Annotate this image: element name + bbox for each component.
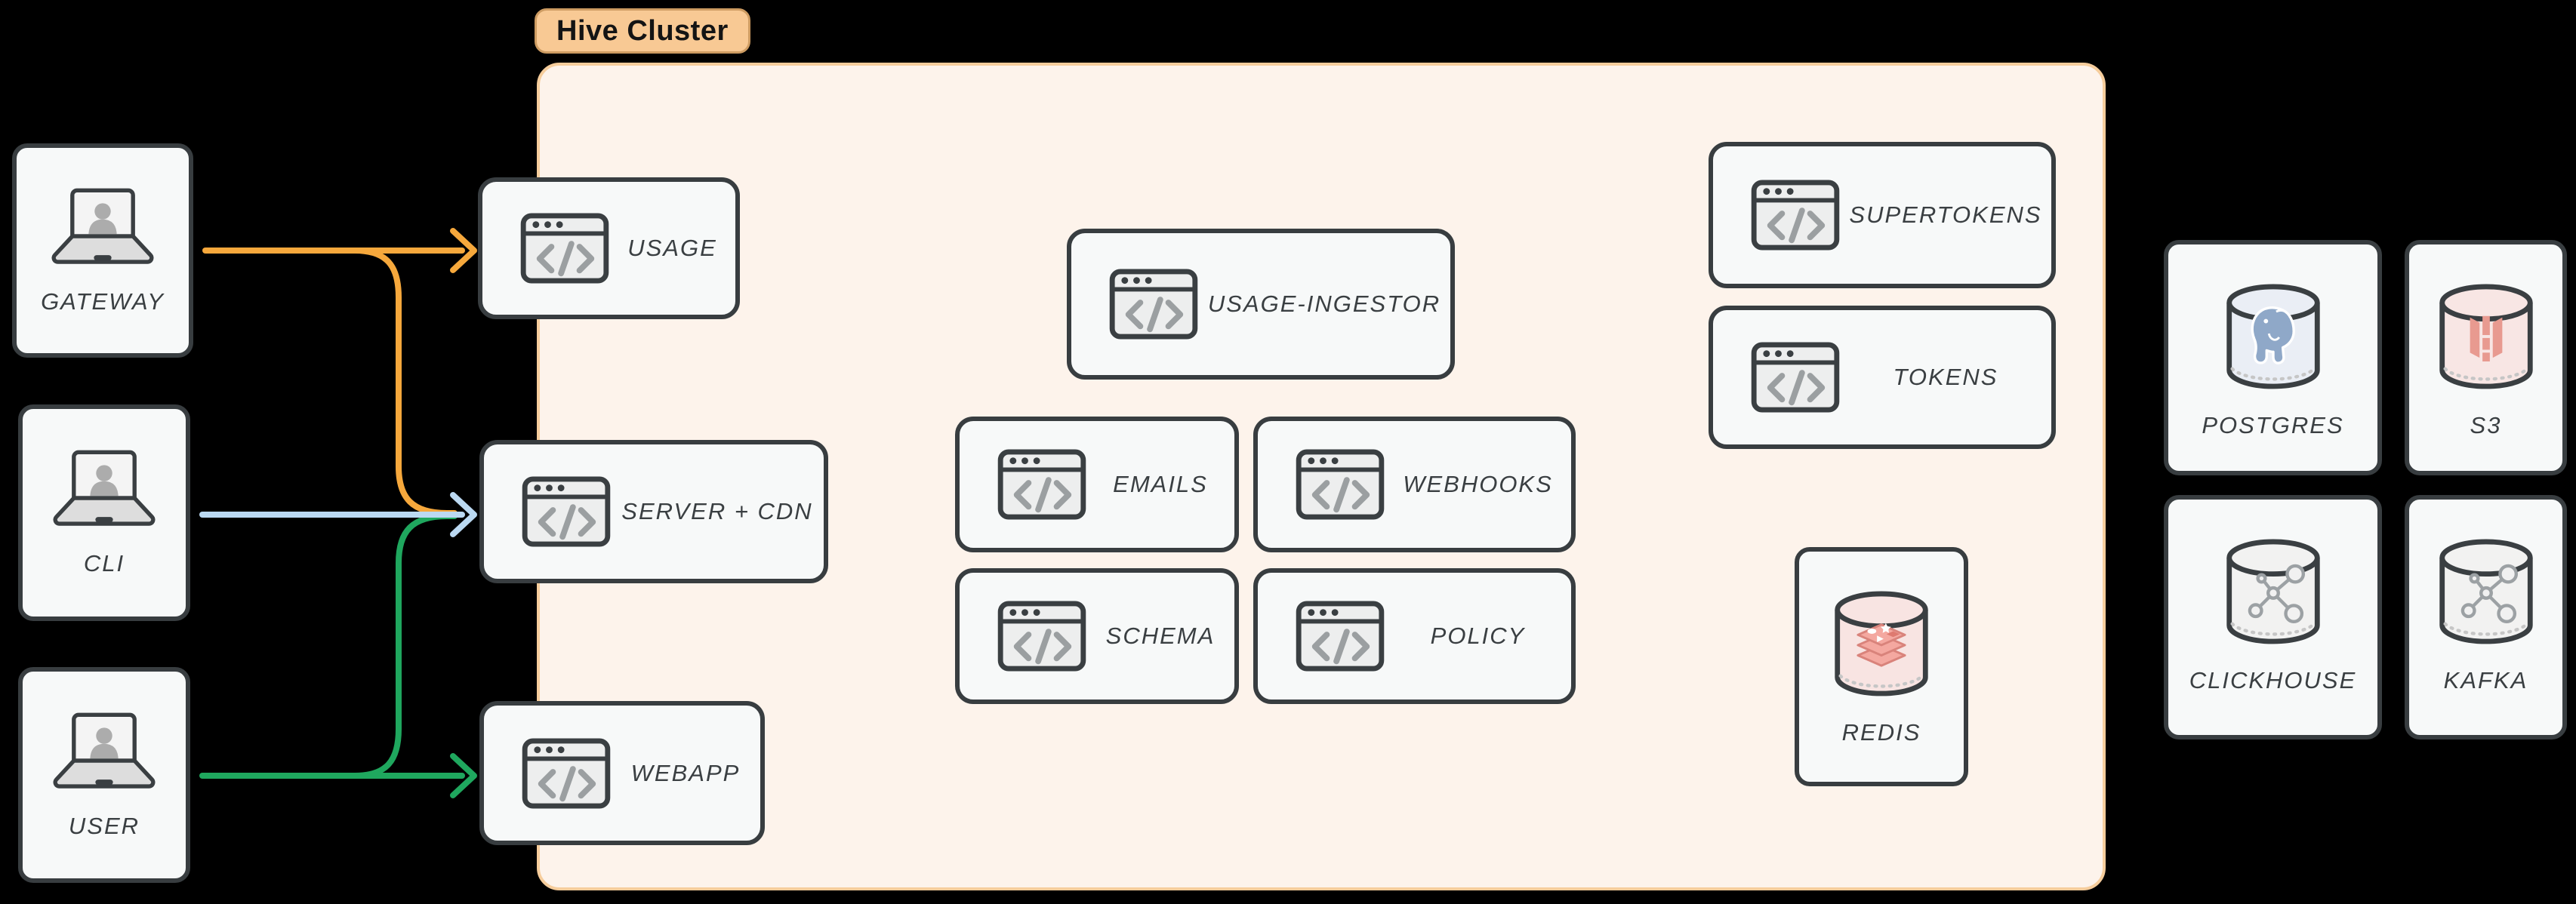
edge-user-to-webapp-arrowhead <box>450 753 477 798</box>
laptop-user-icon <box>47 448 162 530</box>
code-window-icon <box>1751 342 1840 413</box>
code-window-icon <box>997 449 1086 520</box>
node-tokens: TOKENS <box>1709 306 2056 449</box>
edge-gateway-to-server-cdn <box>352 248 458 516</box>
node-clickhouse-label: CLICKHOUSE <box>2189 667 2357 693</box>
code-window-icon <box>520 213 609 284</box>
node-schema: SCHEMA <box>955 568 1239 704</box>
code-window-icon <box>522 476 611 547</box>
node-gateway: GATEWAY <box>12 143 193 358</box>
node-policy-label: POLICY <box>1430 623 1526 649</box>
node-policy: POLICY <box>1253 568 1576 704</box>
node-usage-label: USAGE <box>627 235 717 261</box>
node-supertokens: SUPERTOKENS <box>1709 142 2056 288</box>
node-usage: USAGE <box>478 177 740 319</box>
laptop-user-icon <box>47 711 162 793</box>
node-user-label: USER <box>68 812 140 839</box>
code-window-icon <box>1109 269 1198 340</box>
postgres-database-icon <box>2222 281 2325 391</box>
node-kafka-label: KAFKA <box>2443 667 2528 693</box>
s3-database-icon <box>2435 281 2537 391</box>
node-webhooks: WEBHOOKS <box>1253 417 1576 552</box>
cluster-badge-label: Hive Cluster <box>556 14 729 47</box>
node-redis-label: REDIS <box>1841 719 1921 746</box>
node-usage-ingestor-label: USAGE-INGESTOR <box>1207 291 1441 317</box>
node-postgres: POSTGRES <box>2164 240 2382 475</box>
code-window-icon <box>522 738 611 809</box>
code-window-icon <box>1296 601 1385 672</box>
redis-database-icon <box>1830 588 1933 698</box>
node-webapp-label: WEBAPP <box>630 759 741 786</box>
node-emails-label: EMAILS <box>1113 471 1208 497</box>
code-window-icon <box>1296 449 1385 520</box>
node-clickhouse: CLICKHOUSE <box>2164 495 2382 739</box>
code-window-icon <box>1751 180 1840 251</box>
laptop-user-icon <box>45 186 160 269</box>
node-server-cdn-label: SERVER + CDN <box>621 498 813 524</box>
node-gateway-label: GATEWAY <box>41 287 165 315</box>
node-emails: EMAILS <box>955 417 1239 552</box>
node-tokens-label: TOKENS <box>1893 364 1998 390</box>
node-user: USER <box>18 667 190 883</box>
code-window-icon <box>997 601 1086 672</box>
clickhouse-database-icon <box>2222 536 2325 646</box>
node-redis: REDIS <box>1795 547 1968 786</box>
node-webapp: WEBAPP <box>479 701 765 845</box>
kafka-database-icon <box>2435 536 2537 646</box>
node-webhooks-label: WEBHOOKS <box>1403 471 1553 497</box>
node-kafka: KAFKA <box>2405 495 2567 739</box>
edge-cli-to-server-cdn-arrowhead <box>450 492 477 537</box>
node-supertokens-label: SUPERTOKENS <box>1849 201 2042 228</box>
cluster-badge: Hive Cluster <box>535 8 750 54</box>
edge-gateway-to-usage-arrowhead <box>450 228 477 273</box>
node-usage-ingestor: USAGE-INGESTOR <box>1067 229 1455 380</box>
node-postgres-label: POSTGRES <box>2202 412 2344 438</box>
node-schema-label: SCHEMA <box>1105 623 1216 649</box>
node-s3-label: S3 <box>2470 412 2502 438</box>
node-cli: CLI <box>18 404 190 621</box>
node-cli-label: CLI <box>83 550 125 577</box>
edge-user-to-server-cdn <box>352 513 458 779</box>
node-s3: S3 <box>2405 240 2567 475</box>
node-server-cdn: SERVER + CDN <box>479 440 828 583</box>
